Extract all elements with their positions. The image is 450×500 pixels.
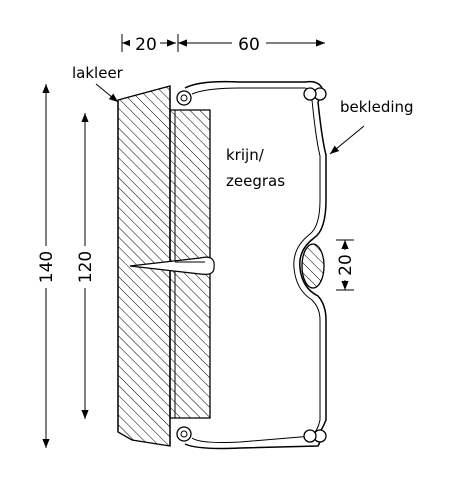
dimension-overall-height: 140 xyxy=(36,84,57,448)
welt-cord xyxy=(301,243,325,289)
dimension-label-140: 140 xyxy=(37,251,57,283)
wood-frame xyxy=(117,85,215,447)
dimension-label-120: 120 xyxy=(76,251,96,283)
dimension-top-left: 20 xyxy=(121,33,176,55)
dimension-bulge: 20 xyxy=(336,239,356,291)
label-lacquer: lakleer xyxy=(72,64,124,103)
label-filling-line2: zeegras xyxy=(226,172,285,190)
dimension-inner-height: 120 xyxy=(75,113,96,419)
label-lacquer-text: lakleer xyxy=(72,64,124,82)
dimension-label-20-top: 20 xyxy=(135,35,157,55)
label-filling: krijn/ zeegras xyxy=(226,146,285,190)
cover-outline xyxy=(176,80,327,450)
dimension-label-60: 60 xyxy=(238,35,260,55)
dimension-top-right: 60 xyxy=(177,33,325,55)
label-filling-line1: krijn/ xyxy=(226,146,265,164)
label-cover-text: bekleding xyxy=(340,98,414,116)
dimension-label-20-bulge: 20 xyxy=(336,254,356,276)
label-cover: bekleding xyxy=(329,98,414,155)
